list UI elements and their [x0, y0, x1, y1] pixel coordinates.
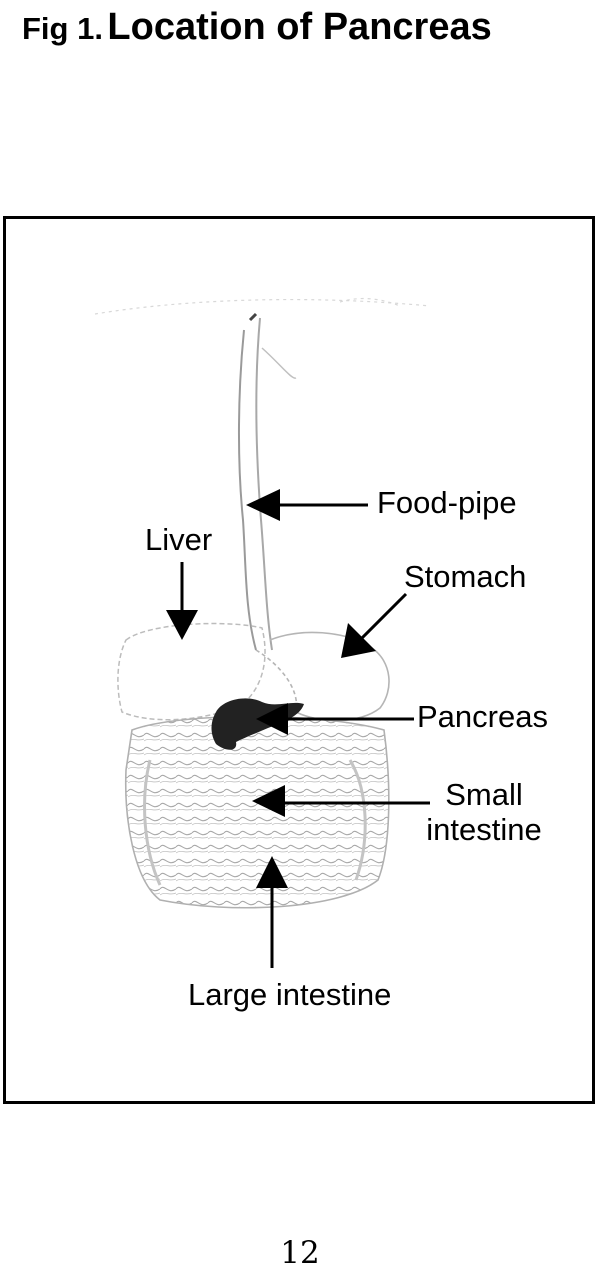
arrow-small-intestine	[252, 785, 430, 817]
figure-title: Fig 1. Location of Pancreas	[22, 8, 492, 46]
label-pancreas: Pancreas	[417, 699, 548, 734]
label-small-intestine: Small intestine	[414, 777, 554, 847]
arrow-liver	[166, 562, 198, 640]
label-stomach: Stomach	[404, 559, 527, 594]
label-food-pipe: Food-pipe	[377, 485, 517, 520]
arrow-large-intestine	[256, 856, 288, 968]
arrow-stomach	[341, 592, 408, 658]
label-large-intestine: Large intestine	[188, 977, 392, 1012]
figure-name: Location of Pancreas	[107, 6, 492, 48]
intestines-drawing	[124, 715, 390, 909]
diagram-frame	[3, 216, 595, 1104]
label-small-intestine-line2: intestine	[426, 811, 542, 847]
label-liver: Liver	[145, 522, 213, 557]
figure-number: Fig 1.	[22, 11, 103, 46]
arrow-pancreas	[256, 703, 414, 735]
page-number: 12	[280, 1235, 320, 1271]
arrow-food-pipe	[246, 489, 368, 521]
food-pipe-drawing	[237, 312, 297, 651]
label-small-intestine-line1: Small	[445, 777, 523, 812]
upper-faint-outline	[94, 297, 431, 315]
